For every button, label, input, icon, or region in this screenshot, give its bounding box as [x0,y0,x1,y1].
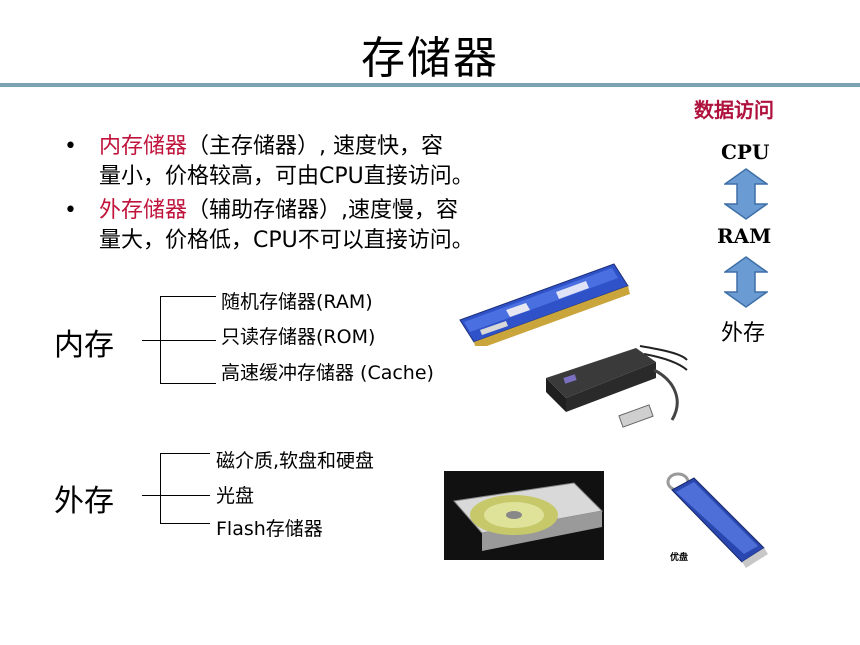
bullet-highlight: 外存储器 [99,198,188,223]
title-divider [0,83,860,87]
usb-flash-drive-image [666,472,768,568]
ram-label: RAM [717,224,772,248]
bullet-text: 量大，价格低，CPU不可以直接访问。 [99,228,474,253]
bullet-text: （辅助存储器）,速度慢，容 [187,198,459,223]
tree-item: 光盘 [216,485,255,507]
page-title: 存储器 [361,33,499,84]
external-storage-label: 外存 [721,321,766,346]
tree-connector [142,340,160,341]
bullet-text: （主存储器）, 速度快，容 [187,134,444,159]
tree-connector [160,453,210,454]
tree-connector [160,453,161,524]
external-hard-drive-image [546,345,688,428]
bullet-marker: • [64,134,77,159]
tree-item: 高速缓冲存储器 (Cache) [221,362,434,384]
internal-group-label: 内存 [54,328,114,363]
data-access-heading: 数据访问 [694,98,774,122]
tree-item: 只读存储器(ROM) [221,326,376,348]
tree-connector [160,523,210,524]
external-group-label: 外存 [54,484,114,519]
bullet-internal: 内存储器（主存储器）, 速度快，容 量小，价格较高，可由CPU直接访问。 [99,132,559,192]
usb-caption: 优盘 [670,553,689,563]
tree-item: 随机存储器(RAM) [221,291,373,313]
tree-connector [160,296,216,297]
tree-connector [160,495,210,496]
optical-drive-image [444,471,604,560]
ram-module-image [459,263,630,346]
tree-item: Flash存储器 [216,518,323,540]
tree-item: 磁介质,软盘和硬盘 [216,450,375,472]
double-arrow-icon [724,168,768,220]
tree-connector [142,495,160,496]
double-arrow-icon [724,256,768,308]
bullet-highlight: 内存储器 [99,134,188,159]
bullet-text: 量小，价格较高，可由CPU直接访问。 [99,164,474,189]
cpu-label: CPU [721,140,770,164]
bullet-marker: • [64,198,77,223]
bullet-external: 外存储器（辅助存储器）,速度慢，容 量大，价格低，CPU不可以直接访问。 [99,196,559,256]
tree-connector [160,340,216,341]
tree-connector [160,383,216,384]
